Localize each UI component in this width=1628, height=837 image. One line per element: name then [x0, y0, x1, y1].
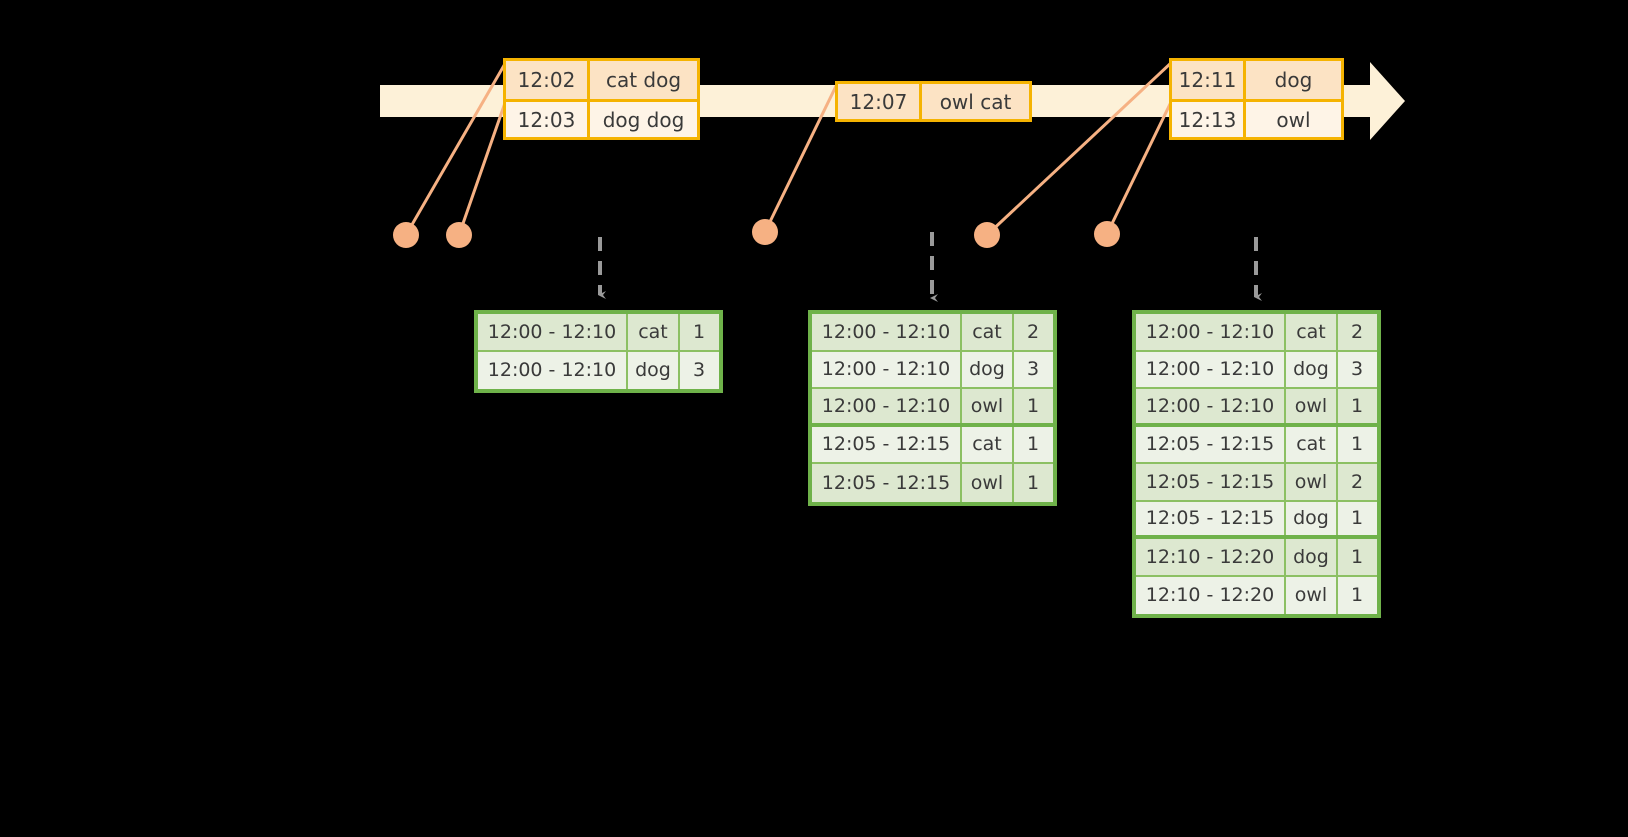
- event-dot-3: [752, 219, 778, 245]
- event-time: 12:03: [506, 102, 590, 137]
- table-cell-word: dog: [1286, 501, 1338, 535]
- table-cell-window: 12:05 - 12:15: [1136, 426, 1286, 462]
- table-cell-window: 12:00 - 12:10: [812, 389, 962, 423]
- table-cell-window: 12:05 - 12:15: [1136, 464, 1286, 500]
- event-dots: [393, 219, 1120, 248]
- table-cell-word: dog: [628, 351, 680, 389]
- table-cell-window: 12:00 - 12:10: [478, 314, 628, 350]
- table-cell-word: cat: [962, 314, 1014, 350]
- event-row[interactable]: 12:02 cat dog: [506, 61, 697, 99]
- table-cell-count: 1: [1026, 433, 1040, 456]
- connector-line-2: [457, 99, 508, 236]
- table-cell-count: 2: [1026, 320, 1040, 343]
- event-words: owl cat: [939, 89, 1012, 114]
- table-cell-count: 1: [1026, 471, 1040, 494]
- event-dot-1: [393, 222, 419, 248]
- table-cell-word: cat: [1286, 314, 1338, 350]
- table-cell-count: 1: [1026, 394, 1040, 417]
- table-cell-word: cat: [962, 426, 1014, 462]
- table-cell-word: owl: [962, 389, 1014, 423]
- event-words: dog dog: [602, 107, 685, 132]
- event-words: cat dog: [605, 68, 682, 92]
- dashed-arrows: [598, 232, 1262, 302]
- table-cell-window: 12:10 - 12:20: [1136, 539, 1286, 575]
- table-cell-word: owl: [1286, 576, 1338, 614]
- table-cell-word: dog: [962, 351, 1014, 387]
- event-dot-4: [974, 222, 1000, 248]
- connector-line-3: [763, 81, 840, 233]
- table-cell-word: owl: [1286, 464, 1338, 500]
- table-cell-word: dog: [1286, 539, 1338, 575]
- event-dot-2: [446, 222, 472, 248]
- table-cell-count: 1: [1350, 507, 1364, 530]
- table-cell-count: 1: [1350, 433, 1364, 456]
- event-box-group-1[interactable]: 12:02 cat dog 12:03 dog dog: [503, 58, 700, 140]
- table-cell-count: 1: [1350, 394, 1364, 417]
- table-cell-word: cat: [1286, 426, 1338, 462]
- table-cell-window: 12:05 - 12:15: [812, 464, 962, 502]
- event-words: owl: [1276, 107, 1311, 132]
- table-cell-window: 12:05 - 12:15: [812, 426, 962, 462]
- event-time: 12:02: [506, 61, 590, 99]
- table-cell-word: owl: [962, 464, 1014, 502]
- event-words: dog: [1274, 68, 1313, 92]
- event-row[interactable]: 12:03 dog dog: [506, 99, 697, 137]
- event-row[interactable]: 12:13 owl: [1172, 99, 1341, 137]
- table-cell-count: 1: [1350, 545, 1364, 568]
- table-cell-count: 3: [692, 359, 706, 382]
- table-cell-window: 12:00 - 12:10: [812, 314, 962, 350]
- table-cell-window: 12:00 - 12:10: [478, 351, 628, 389]
- connector-line-5: [1105, 99, 1174, 235]
- event-row[interactable]: 12:07 owl cat: [838, 84, 1029, 119]
- table-cell-window: 12:05 - 12:15: [1136, 501, 1286, 535]
- table-cell-word: cat: [628, 314, 680, 350]
- table-cell-count: 2: [1350, 320, 1364, 343]
- event-time: 12:13: [1172, 102, 1246, 137]
- table-cell-window: 12:00 - 12:10: [1136, 389, 1286, 423]
- event-time: 12:11: [1172, 61, 1246, 99]
- table-cell-word: owl: [1286, 389, 1338, 423]
- table-cell-count: 1: [692, 320, 706, 343]
- table-cell-window: 12:00 - 12:10: [812, 351, 962, 387]
- table-cell-word: dog: [1286, 351, 1338, 387]
- table-cell-window: 12:00 - 12:10: [1136, 314, 1286, 350]
- event-box-group-3[interactable]: 12:11 dog 12:13 owl: [1169, 58, 1344, 140]
- event-row[interactable]: 12:11 dog: [1172, 61, 1341, 99]
- table-cell-count: 3: [1026, 358, 1040, 381]
- connector-line-1: [404, 61, 508, 236]
- event-time: 12:07: [838, 84, 922, 119]
- event-dot-5: [1094, 221, 1120, 247]
- table-cell-count: 1: [1350, 584, 1364, 607]
- table-cell-window: 12:10 - 12:20: [1136, 576, 1286, 614]
- table-cell-window: 12:00 - 12:10: [1136, 351, 1286, 387]
- event-box-group-2[interactable]: 12:07 owl cat: [835, 81, 1032, 122]
- table-cell-count: 3: [1350, 358, 1364, 381]
- table-cell-count: 2: [1350, 470, 1364, 493]
